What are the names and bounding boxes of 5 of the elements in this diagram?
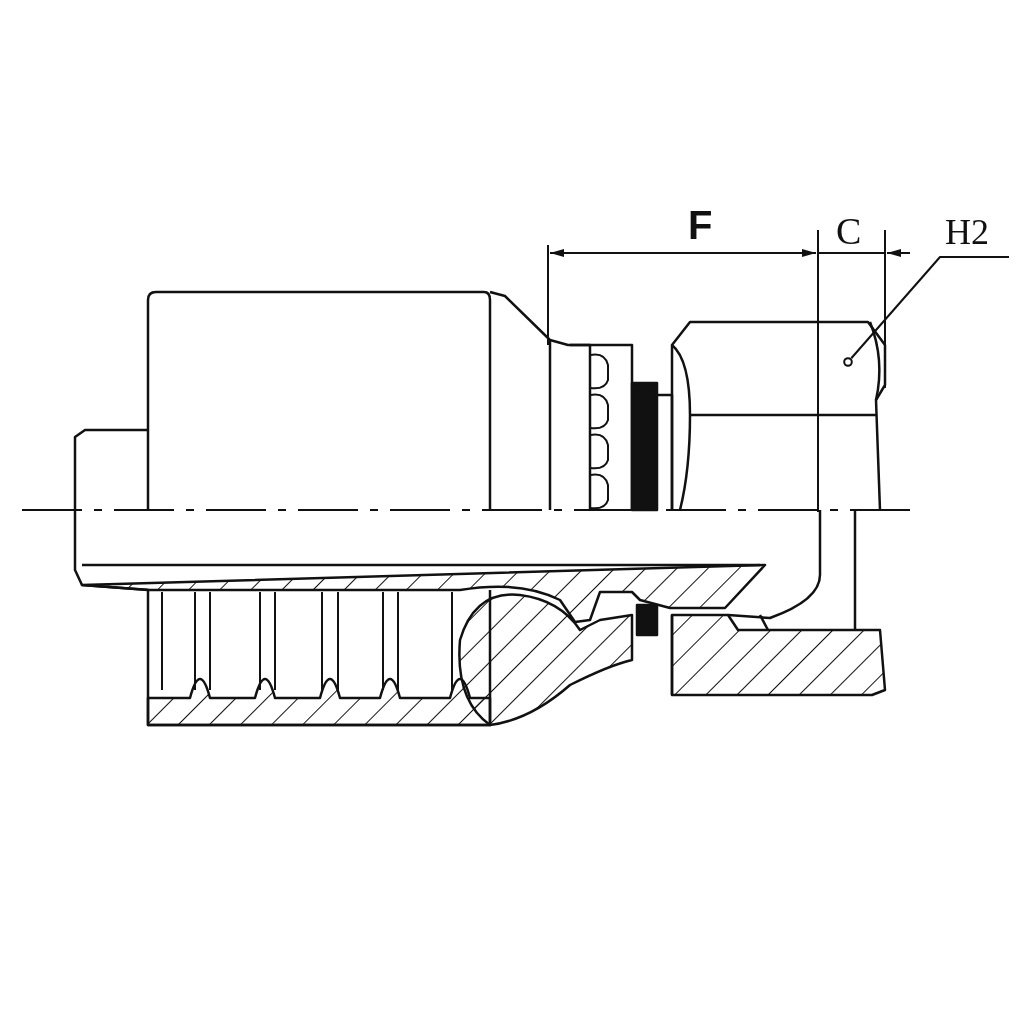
hole-marker xyxy=(843,357,853,367)
dimension-label: C xyxy=(836,212,862,250)
leader-line xyxy=(850,256,1010,360)
callout-label: H2 xyxy=(945,214,1005,254)
dimension-label: F xyxy=(688,205,713,245)
